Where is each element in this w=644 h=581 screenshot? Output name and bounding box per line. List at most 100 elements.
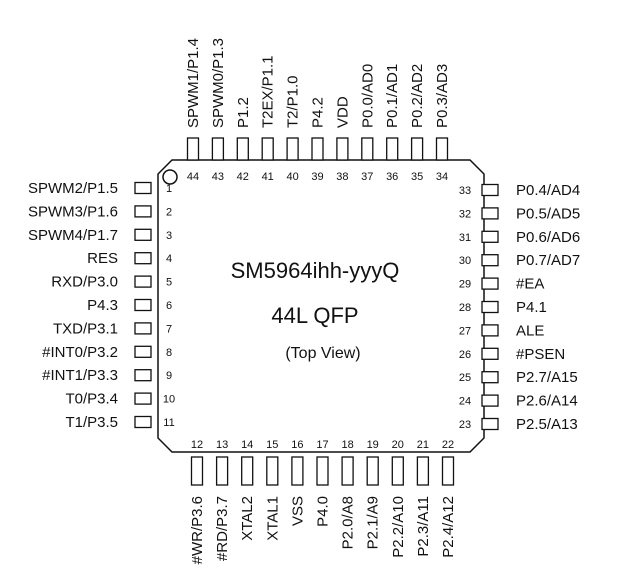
pin-label: RXD/P3.0 <box>51 274 118 291</box>
pin-number: 41 <box>262 171 274 183</box>
pin-5 <box>134 275 152 288</box>
pin-label: P2.7/A15 <box>516 369 578 386</box>
pins-left: 1SPWM2/P1.52SPWM3/P1.63SPWM4/P1.74RES5RX… <box>28 180 175 431</box>
pin-1 <box>134 181 152 195</box>
pin-44 <box>186 137 200 161</box>
pin-16 <box>291 456 304 486</box>
pin-17 <box>316 456 329 486</box>
pin-32 <box>481 207 499 220</box>
pin-number: 34 <box>436 171 448 183</box>
pin-label: #INT1/P3.3 <box>42 367 118 384</box>
pin-label: P4.3 <box>87 297 118 314</box>
pin-label: #EA <box>516 276 544 293</box>
pin-number: 15 <box>266 439 278 451</box>
pin-27 <box>481 324 499 337</box>
pin-label: SPWM0/P1.3 <box>210 38 227 128</box>
chip-package: 44L QFP <box>271 303 358 328</box>
pin-number: 1 <box>166 183 172 195</box>
pin-number: 24 <box>459 396 471 408</box>
pin-number: 9 <box>166 370 172 382</box>
pin-9 <box>134 369 152 382</box>
pin-label: P0.1/AD1 <box>384 64 401 128</box>
pin-label: P2.4/A12 <box>440 496 457 558</box>
pin-number: 36 <box>386 171 398 183</box>
pin-label: ALE <box>516 322 544 339</box>
pin-label: T1/P3.5 <box>65 414 118 431</box>
pin-label: RES <box>87 250 118 267</box>
pin-number: 37 <box>361 171 373 183</box>
pin-number: 22 <box>442 439 454 451</box>
pin-3 <box>134 228 152 241</box>
pin-number: 27 <box>459 325 471 337</box>
pin-12 <box>190 456 204 486</box>
pins-top: 44SPWM1/P1.443SPWM0/P1.342P1.241T2EX/P1.… <box>185 38 451 183</box>
pin-number: 16 <box>291 439 303 451</box>
pin-number: 8 <box>166 347 172 359</box>
pin-39 <box>311 137 324 161</box>
pin-number: 14 <box>241 439 253 451</box>
pin-number: 4 <box>166 253 172 265</box>
pin-label: P1.2 <box>235 97 252 128</box>
pin-2 <box>134 205 152 218</box>
pin-label: TXD/P3.1 <box>53 320 118 337</box>
pin-35 <box>410 137 424 161</box>
pin-8 <box>134 345 152 358</box>
pin-28 <box>481 300 499 314</box>
pin-number: 12 <box>191 439 203 451</box>
pin-number: 29 <box>459 279 471 291</box>
pin-6 <box>134 298 152 312</box>
pin-label: P2.2/A10 <box>390 496 407 558</box>
pin-38 <box>336 137 349 161</box>
pin-label: VSS <box>289 496 306 526</box>
pin-number: 40 <box>286 171 298 183</box>
pin-29 <box>481 277 499 290</box>
pin-21 <box>416 456 430 486</box>
pin-number: 32 <box>459 208 471 220</box>
pin-7 <box>134 322 152 335</box>
pin-label: #RD/P3.7 <box>214 496 231 561</box>
pin-label: P2.5/A13 <box>516 416 578 433</box>
pin-label: P0.0/AD0 <box>359 64 376 128</box>
pin-label: XTAL2 <box>239 496 256 541</box>
chip-view: (Top View) <box>285 345 360 362</box>
pin-number: 21 <box>417 439 429 451</box>
pin-33 <box>481 183 499 197</box>
pin-label: T2/P1.0 <box>285 75 302 128</box>
pins-bottom: 12#WR/P3.613#RD/P3.714XTAL215XTAL116VSS1… <box>189 439 457 564</box>
pin-number: 33 <box>459 185 471 197</box>
pin-36 <box>386 137 399 161</box>
pin-label: #WR/P3.6 <box>189 496 206 564</box>
pin-label: P0.5/AD5 <box>516 205 580 222</box>
pin-label: P0.7/AD7 <box>516 252 580 269</box>
pin-41 <box>261 137 274 161</box>
pin-number: 13 <box>216 439 228 451</box>
pin-22 <box>441 456 455 486</box>
pin-11 <box>134 415 152 429</box>
pin-19 <box>366 456 379 486</box>
pin-number: 28 <box>459 302 471 314</box>
pin-label: P2.6/A14 <box>516 393 578 410</box>
pin-15 <box>266 456 279 486</box>
pin-37 <box>361 137 374 161</box>
chip-part-number: SM5964ihh-yyyQ <box>231 258 400 283</box>
pin-label: P4.0 <box>315 496 332 527</box>
pin-label: P4.1 <box>516 299 547 316</box>
pin1-marker <box>162 169 178 185</box>
pin-label: P0.3/AD3 <box>434 64 451 128</box>
pin-label: P2.1/A9 <box>365 496 382 549</box>
pin-label: P4.2 <box>310 97 327 128</box>
pin-label: P0.4/AD4 <box>516 182 580 199</box>
pin-number: 10 <box>163 394 175 406</box>
pin-label: SPWM4/P1.7 <box>28 227 118 244</box>
pin-number: 19 <box>367 439 379 451</box>
pin-24 <box>481 394 499 407</box>
pin-number: 38 <box>336 171 348 183</box>
pin-26 <box>481 347 499 360</box>
pin-20 <box>391 456 404 486</box>
pin-40 <box>286 137 299 161</box>
pin-number: 39 <box>311 171 323 183</box>
pin-label: #INT0/P3.2 <box>42 344 118 361</box>
chip-body <box>157 159 485 453</box>
